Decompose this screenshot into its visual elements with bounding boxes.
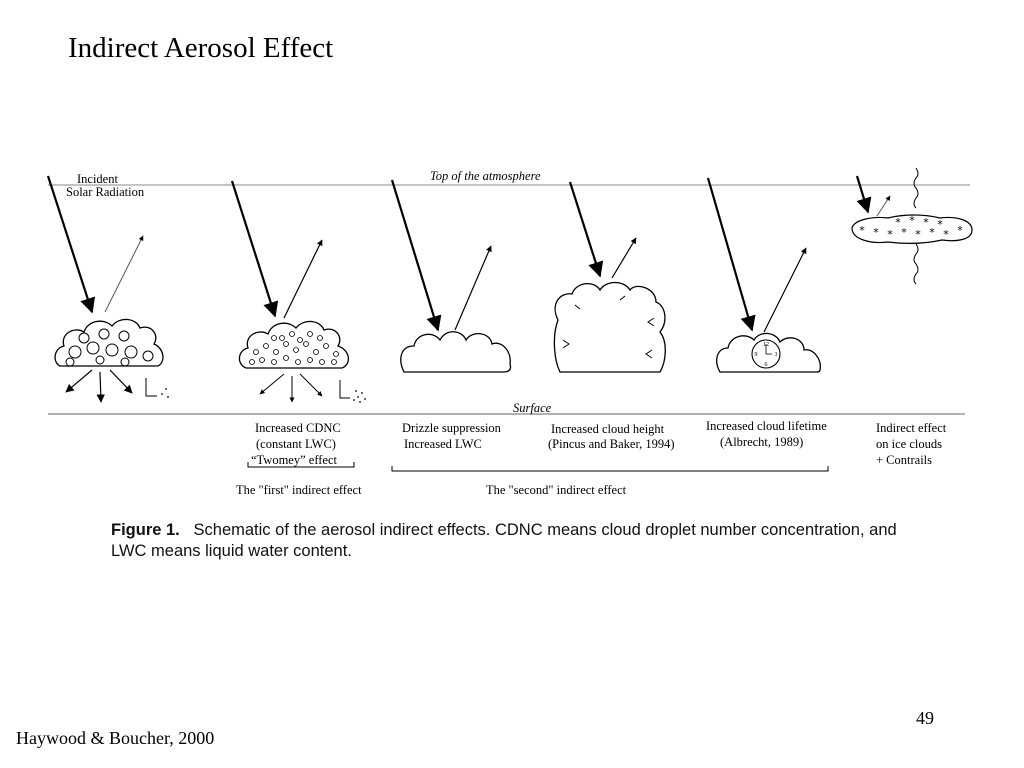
panel4-label-line1: Increased cloud height xyxy=(551,422,665,436)
first-effect-label: The "first" indirect effect xyxy=(236,483,362,497)
citation: Haywood & Boucher, 2000 xyxy=(16,728,215,748)
slide-title: Indirect Aerosol Effect xyxy=(68,32,334,64)
panel2-label-line2: (constant LWC) xyxy=(256,437,336,451)
svg-text:*: * xyxy=(901,226,907,239)
panel6-label-line2: on ice clouds xyxy=(876,437,942,451)
surface-label: Surface xyxy=(513,401,552,415)
page-number: 49 xyxy=(916,708,934,728)
clock-12: 12 xyxy=(763,342,769,348)
panel-twomey-cloud xyxy=(230,180,366,403)
figure-caption-line1: Figure 1. Schematic of the aerosol indir… xyxy=(111,520,897,541)
svg-text:*: * xyxy=(859,224,865,237)
panel-ice-cloud: *** *** *** *** xyxy=(851,167,973,285)
panel4-label-line2: (Pincus and Baker, 1994) xyxy=(548,437,675,451)
ice-cloud xyxy=(851,214,973,244)
svg-text:*: * xyxy=(909,214,915,227)
svg-text:*: * xyxy=(915,228,921,241)
panel-clean-cloud xyxy=(46,175,169,403)
incident-label-line2: Solar Radiation xyxy=(66,185,145,199)
cloud-tall xyxy=(553,281,666,373)
figure-caption-text: Schematic of the aerosol indirect effect… xyxy=(193,521,897,539)
panel-lifetime-cloud: 12 3 6 9 xyxy=(706,177,821,373)
second-effect-bracket xyxy=(391,466,829,472)
panel-tall-cloud xyxy=(553,181,666,373)
figure-caption-line2: LWC means liquid water content. xyxy=(111,542,352,560)
cloud-drizzle xyxy=(400,331,512,373)
panel3-label-line2: Increased LWC xyxy=(404,437,482,451)
panel5-label-line2: (Albrecht, 1989) xyxy=(720,435,804,449)
panel6-label-line3: + Contrails xyxy=(876,453,933,467)
svg-text:*: * xyxy=(887,228,893,241)
svg-text:*: * xyxy=(957,224,963,237)
svg-text:*: * xyxy=(873,226,879,239)
svg-text:*: * xyxy=(923,216,929,229)
panel3-label-line1: Drizzle suppression xyxy=(402,421,501,435)
svg-text:*: * xyxy=(895,216,901,229)
panel5-label-line1: Increased cloud lifetime xyxy=(706,419,827,433)
cloud-polluted xyxy=(238,320,349,369)
clock-6: 6 xyxy=(765,362,768,368)
second-effect-label: The "second" indirect effect xyxy=(486,483,627,497)
figure-caption-label: Figure 1. xyxy=(111,521,180,539)
cloud-clean xyxy=(54,318,164,367)
panel2-label-line3: “Twomey” effect xyxy=(251,453,337,467)
panel6-label-line1: Indirect effect xyxy=(876,421,947,435)
svg-text:*: * xyxy=(943,228,949,241)
clock-3: 3 xyxy=(775,352,778,358)
panel2-label-line1: Increased CDNC xyxy=(255,421,341,435)
top-of-atmosphere-label: Top of the atmosphere xyxy=(430,169,541,183)
clock-9: 9 xyxy=(755,352,758,358)
svg-text:*: * xyxy=(929,226,935,239)
incident-label-line1: Incident xyxy=(77,172,118,186)
svg-text:*: * xyxy=(937,218,943,231)
first-effect-bracket xyxy=(247,462,355,468)
panel-drizzle-cloud xyxy=(390,179,512,373)
